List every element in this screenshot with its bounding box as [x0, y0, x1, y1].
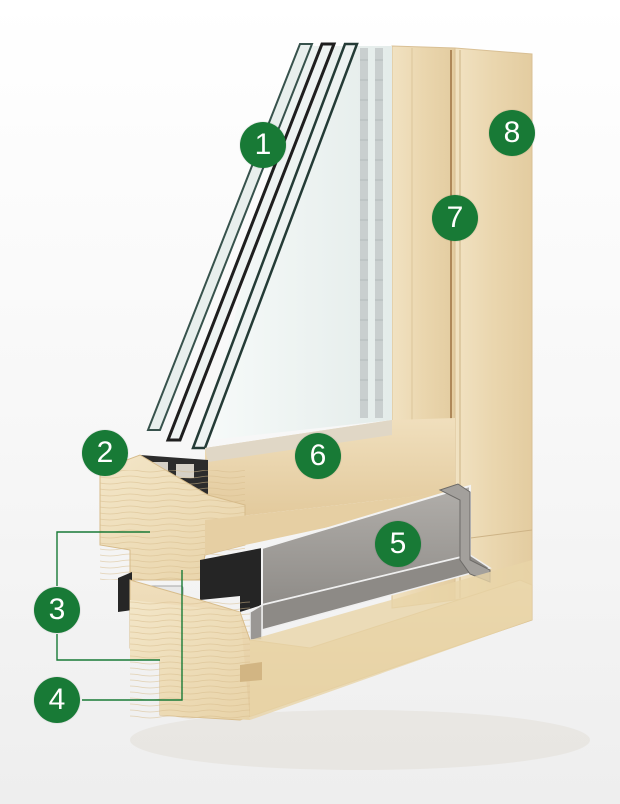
callout-badge-4: 4 [34, 677, 80, 723]
callout-badge-5: 5 [375, 521, 421, 567]
callout-badge-2: 2 [82, 430, 128, 476]
callout-badge-6: 6 [295, 433, 341, 479]
callout-badge-1: 1 [240, 122, 286, 168]
callout-badge-8: 8 [489, 110, 535, 156]
callout-badge-7: 7 [432, 195, 478, 241]
callout-badge-3: 3 [34, 587, 80, 633]
